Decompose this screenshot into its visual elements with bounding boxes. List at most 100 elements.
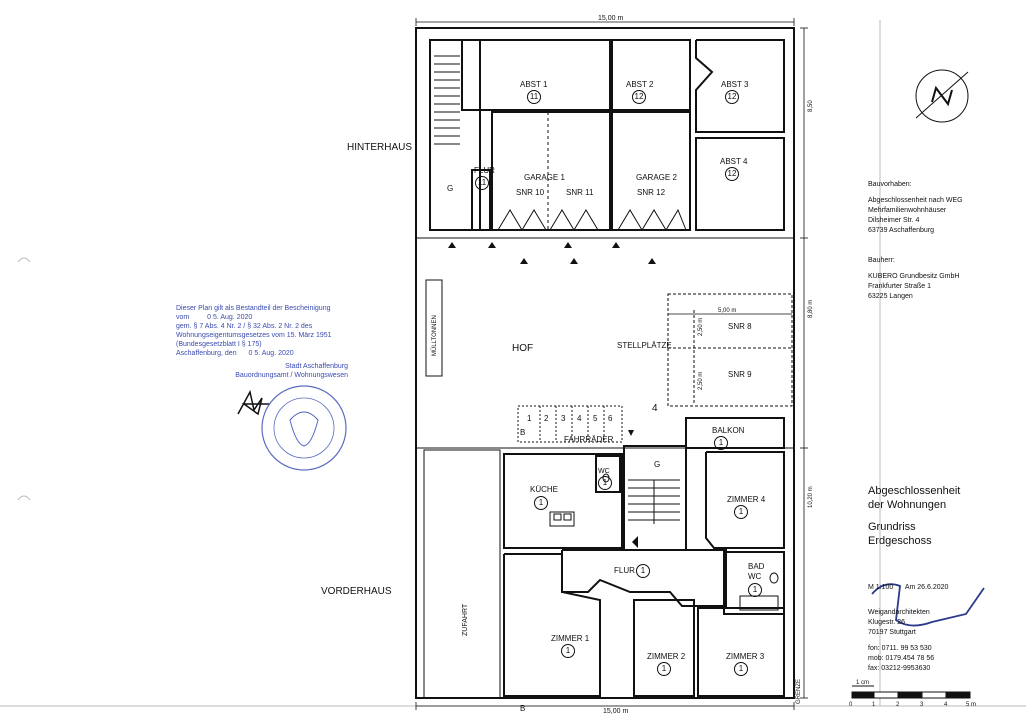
scale-label: M 1:100 xyxy=(868,584,894,591)
stamp-line: Wohnungseigentumsgesetzes vom 15. März 1… xyxy=(176,332,332,339)
scalebar-tick: 1 xyxy=(872,702,876,708)
courtyard-elements xyxy=(425,279,793,443)
room-unit-badge: 1 xyxy=(534,496,548,510)
owner-line: 63225 Langen xyxy=(868,293,913,300)
stamp-place-label: Aschaffenburg, den xyxy=(176,350,237,357)
parking-snr-8: SNR 8 xyxy=(728,322,752,331)
label-fahrraeder: FAHRRÄDER xyxy=(564,435,614,444)
date-value: 26.6.2020 xyxy=(917,584,949,591)
bike-slot: 4 xyxy=(577,414,582,423)
room-bad-wc: WC xyxy=(748,572,762,581)
label-zufahrt: ZUFAHRT xyxy=(462,603,469,636)
dim-rear-depth: 8,50 xyxy=(808,100,814,112)
room-abst-2: ABST 2 xyxy=(626,80,654,89)
room-zimmer-2: ZIMMER 2 xyxy=(647,652,686,661)
owner-label: Bauherr: xyxy=(868,257,895,264)
room-wc: WC xyxy=(598,468,610,475)
bike-slot: 6 xyxy=(608,414,613,423)
date-label: Am xyxy=(904,584,916,591)
room-flur-front: FLUR xyxy=(614,566,635,575)
punch-marks xyxy=(17,257,31,501)
entry-markers xyxy=(448,242,656,548)
room-unit-badge: 1 xyxy=(657,662,671,676)
stamp-place-row: Aschaffenburg, den 0 5. Aug. 2020 xyxy=(176,349,348,358)
plan-subheading-line: Erdgeschoss xyxy=(868,535,932,547)
parking-snr-9: SNR 9 xyxy=(728,370,752,379)
label-hinterhaus: HINTERHAUS xyxy=(347,142,413,153)
approval-stamp: Dieser Plan gilt als Bestandteil der Bes… xyxy=(176,304,348,380)
label-grenze: GRENZE xyxy=(796,678,802,704)
stamp-vom-row: vom 0 5. Aug. 2020 xyxy=(176,313,348,322)
room-kueche: KÜCHE xyxy=(530,485,559,494)
scalebar-tick: 0 xyxy=(849,702,853,708)
scalebar-tick: 4 xyxy=(944,702,948,708)
stamp-line: (Bundesgesetzblatt I § 175) xyxy=(176,341,262,348)
stamp-authority: Stadt Aschaffenburg xyxy=(285,363,348,370)
stamp-signature xyxy=(237,389,270,416)
rear-building-walls xyxy=(429,39,785,231)
room-zimmer-1: ZIMMER 1 xyxy=(551,634,590,643)
architect-signature xyxy=(871,583,985,627)
bike-slot: 2 xyxy=(544,414,549,423)
dim-front-depth: 10,20 m xyxy=(808,486,814,508)
scalebar-unit: 1 cm xyxy=(856,680,870,686)
room-unit-badge: 1 xyxy=(748,583,762,597)
garage-2-snr-12: SNR 12 xyxy=(637,188,666,197)
room-zimmer-3: ZIMMER 3 xyxy=(726,652,765,661)
owner-line: Frankfurter Straße 1 xyxy=(868,283,932,290)
owner-block: Bauherr: KUBERO Grundbesitz GmbH Frankfu… xyxy=(868,256,959,302)
room-unit-badge: 1 xyxy=(636,564,650,578)
rear-staircase xyxy=(434,55,460,145)
front-staircase xyxy=(628,479,680,524)
north-arrow xyxy=(915,69,969,123)
dim-bay-a: 2,50 m xyxy=(698,317,704,336)
stamp-vom-date: 0 5. Aug. 2020 xyxy=(207,314,253,321)
scalebar-tick: 3 xyxy=(920,702,924,708)
room-unit-badge: 1 xyxy=(598,476,612,490)
label-stellplaetze: STELLPLÄTZE xyxy=(617,341,672,350)
room-unit-badge: 11 xyxy=(475,176,489,190)
scale-bar xyxy=(851,685,971,699)
garage-1-snr-11: SNR 11 xyxy=(566,188,594,197)
official-seal xyxy=(261,385,347,471)
project-block: Bauvorhaben: Abgeschlossenheit nach WEG … xyxy=(868,180,963,236)
architect-line: Klugestr. 26 xyxy=(868,619,905,626)
b-marker: B xyxy=(520,428,526,437)
room-flur-rear: FLUR xyxy=(474,166,495,175)
contact-line: fon: 0711. 99 53 530 xyxy=(868,645,932,652)
label-hof: HOF xyxy=(512,343,534,354)
stamp-authority: Bauordnungsamt / Wohnungswesen xyxy=(235,372,348,379)
b-marker-bottom: B xyxy=(520,704,526,713)
stamp-place-date: 0 5. Aug. 2020 xyxy=(248,350,294,357)
project-line: 63739 Aschaffenburg xyxy=(868,227,935,234)
room-zimmer-4: ZIMMER 4 xyxy=(727,495,766,504)
front-building-walls xyxy=(423,417,785,699)
room-balkon: BALKON xyxy=(712,426,745,435)
scalebar-tick: 2 xyxy=(896,702,900,708)
architect-block: Weigandarchitekten Klugestr. 26 70197 St… xyxy=(868,608,934,674)
room-garage-2: GARAGE 2 xyxy=(636,173,677,182)
heading-block: Abgeschlossenheit der Wohnungen Grundris… xyxy=(868,484,960,548)
room-unit-badge: 1 xyxy=(734,662,748,676)
dim-yard-depth: 8,80 m xyxy=(808,299,814,318)
dim-top-width: 15,00 m xyxy=(598,15,624,22)
project-line: Dilsheimer Str. 4 xyxy=(868,217,920,224)
room-abst-3: ABST 3 xyxy=(721,80,749,89)
room-garage-1: GARAGE 1 xyxy=(524,173,565,182)
room-unit-badge: 12 xyxy=(725,90,739,104)
project-line: Mehrfamilienwohnhäuser xyxy=(868,207,947,214)
stair-number: 4 xyxy=(652,403,658,414)
garage-doors xyxy=(497,208,687,231)
contact-line: fax: 03212-9953630 xyxy=(868,665,931,672)
garage-1-snr-10: SNR 10 xyxy=(516,188,545,197)
owner-line: KUBERO Grundbesitz GmbH xyxy=(868,273,960,280)
room-g-rear: G xyxy=(447,184,454,193)
plan-heading-line: Abgeschlossenheit xyxy=(868,485,961,497)
room-unit-badge: 11 xyxy=(527,90,541,104)
bike-slot: 5 xyxy=(593,414,598,423)
room-unit-badge: 1 xyxy=(734,505,748,519)
bike-slot: 3 xyxy=(561,414,566,423)
architect-line: Weigandarchitekten xyxy=(868,609,930,616)
scale-date-row: M 1:100 Am 26.6.2020 xyxy=(868,583,948,593)
